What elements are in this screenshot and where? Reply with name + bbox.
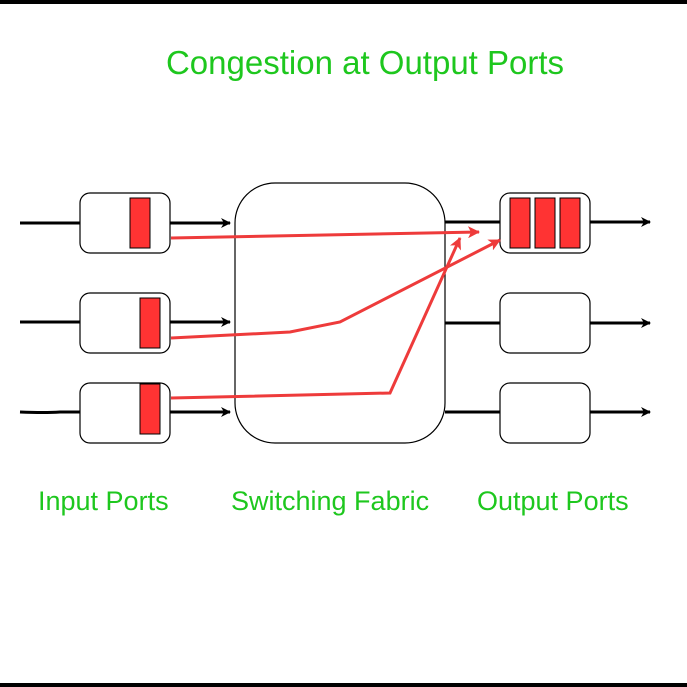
input-packet-1 (129, 197, 151, 249)
label-output-ports: Output Ports (477, 486, 629, 516)
output-packet-1 (509, 197, 531, 249)
bottom-border (0, 683, 687, 687)
diagram-title: Congestion at Output Ports (165, 44, 565, 81)
label-input-ports: Input Ports (38, 486, 169, 516)
switching-fabric (234, 182, 446, 444)
flow-arrow-1 (170, 226, 480, 240)
output-port-2 (499, 292, 591, 354)
input-port-1 (79, 192, 171, 254)
input-line-3 (19, 410, 80, 414)
flow-arrow-3 (170, 237, 462, 400)
top-border (0, 0, 687, 4)
output-port-3 (499, 382, 591, 444)
label-switching-fabric: Switching Fabric (231, 486, 430, 516)
output-packet-2 (534, 197, 556, 249)
flow-arrow-2 (170, 238, 501, 340)
input-packet-2 (139, 297, 161, 349)
input-packet-3 (139, 383, 161, 435)
output-packet-3 (559, 197, 581, 249)
